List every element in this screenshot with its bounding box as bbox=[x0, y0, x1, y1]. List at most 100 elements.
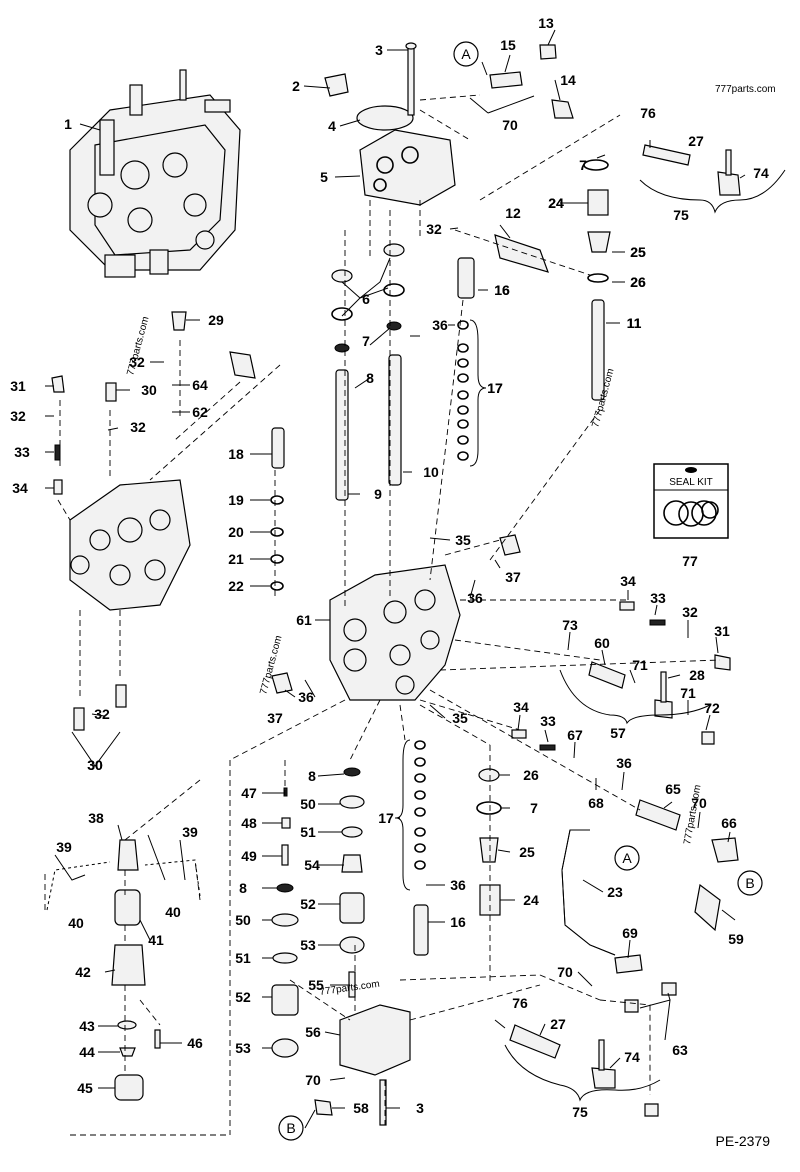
plug-31-drawing bbox=[51, 375, 65, 393]
ref-circle-a-bottom: A bbox=[622, 850, 632, 866]
part-label: 12 bbox=[505, 205, 521, 221]
fitting-59-drawing bbox=[694, 883, 721, 932]
fitting-58-drawing bbox=[314, 1099, 333, 1116]
plug-37-right bbox=[499, 534, 521, 556]
part-label: 29 bbox=[208, 312, 224, 328]
part-label: 35 bbox=[455, 532, 471, 548]
part-label: 65 bbox=[665, 781, 681, 797]
cap-6b-drawing bbox=[383, 243, 405, 257]
part-label: 8 bbox=[366, 370, 374, 386]
part-label: 49 bbox=[241, 848, 257, 864]
end-housing-56-drawing bbox=[339, 1004, 411, 1076]
bolt-top-drawing bbox=[407, 44, 415, 116]
sender-28-stem bbox=[660, 671, 667, 703]
ref-circle-b-right: B bbox=[745, 875, 754, 891]
oring-19 bbox=[270, 495, 284, 505]
part-label: 30 bbox=[141, 382, 157, 398]
plug-upper-left-drawing bbox=[229, 351, 256, 379]
fitting-30-lower-b bbox=[115, 684, 127, 708]
fitting-30-upper bbox=[105, 382, 117, 402]
watermark: 777parts.com bbox=[682, 784, 703, 846]
cap-26-bottom bbox=[478, 768, 500, 782]
spring-33-right bbox=[649, 619, 666, 626]
part-label: 9 bbox=[374, 486, 382, 502]
part-label: 14 bbox=[560, 72, 576, 88]
part-label: 53 bbox=[300, 937, 316, 953]
ref-circle-a-top: A bbox=[461, 46, 471, 62]
cap-6a-drawing bbox=[331, 269, 353, 283]
part-label: 36 bbox=[298, 689, 314, 705]
valve-section-left-drawing bbox=[69, 479, 191, 611]
part-label: 54 bbox=[304, 857, 320, 873]
part-label: 5 bbox=[320, 169, 328, 185]
part-label: 23 bbox=[607, 884, 623, 900]
relief-cartridge-top bbox=[457, 257, 475, 299]
part-label: 55 bbox=[308, 977, 324, 993]
sender-74-stem-bottom bbox=[598, 1039, 605, 1071]
part-label: 2 bbox=[292, 78, 300, 94]
part-label: 10 bbox=[423, 464, 439, 480]
part-label: 70 bbox=[557, 964, 573, 980]
part-label: 4 bbox=[328, 118, 336, 134]
valve-body-61-drawing bbox=[329, 564, 461, 701]
cap-45-drawing bbox=[114, 1074, 144, 1101]
ref-circle-b-bottom: B bbox=[286, 1120, 295, 1136]
seal-kit-box: SEAL KIT bbox=[653, 463, 729, 539]
part-label: 51 bbox=[300, 824, 316, 840]
part-label: 38 bbox=[88, 810, 104, 826]
part-label: 30 bbox=[87, 757, 103, 773]
part-label: 28 bbox=[689, 667, 705, 683]
part-label: 76 bbox=[640, 105, 656, 121]
part-label: 68 bbox=[588, 795, 604, 811]
part-label: 57 bbox=[610, 725, 626, 741]
part-label: 45 bbox=[77, 1080, 93, 1096]
part-label: 36 bbox=[450, 877, 466, 893]
part-labels: 1 2 3 4 5 6 7 8 9 10 11 12 13 14 15 16 1… bbox=[10, 15, 769, 1120]
part-label: 7 bbox=[579, 157, 587, 173]
part-label: 39 bbox=[56, 839, 72, 855]
part-label: 26 bbox=[630, 274, 646, 290]
oring-stack-17-top bbox=[457, 320, 469, 461]
part-label: 61 bbox=[296, 612, 312, 628]
part-label: 40 bbox=[68, 915, 84, 931]
part-label: 75 bbox=[572, 1104, 588, 1120]
cap-63-drawing bbox=[624, 999, 639, 1013]
fitting-27-bottom bbox=[509, 1024, 561, 1059]
part-label: 33 bbox=[650, 590, 666, 606]
part-label: 1 bbox=[64, 116, 72, 132]
oring-21 bbox=[270, 554, 284, 564]
part-label: 3 bbox=[375, 42, 383, 58]
drawing-code: PE-2379 bbox=[716, 1133, 771, 1149]
part-label: 8 bbox=[239, 880, 247, 896]
plug-31-right bbox=[714, 654, 731, 671]
part-label: 3 bbox=[416, 1100, 424, 1116]
part-label: 42 bbox=[75, 964, 91, 980]
spool-9-drawing bbox=[335, 369, 349, 501]
solenoid-12-drawing bbox=[494, 234, 549, 273]
part-label: 16 bbox=[494, 282, 510, 298]
part-label: 47 bbox=[241, 785, 257, 801]
part-label: 13 bbox=[538, 15, 554, 31]
part-label: 35 bbox=[452, 710, 468, 726]
part-label: 26 bbox=[630, 274, 646, 290]
part-label: 20 bbox=[228, 524, 244, 540]
part-label: 32 bbox=[426, 221, 442, 237]
bolt-3-bottom-drawing bbox=[379, 1079, 387, 1126]
part-label: 36 bbox=[432, 317, 448, 333]
ring-7b-drawing bbox=[386, 321, 402, 331]
part-label: 56 bbox=[305, 1024, 321, 1040]
part-label: 17 bbox=[378, 810, 394, 826]
part-label: 59 bbox=[728, 931, 744, 947]
poppet-34-right bbox=[619, 601, 635, 611]
part-label: 24 bbox=[523, 892, 539, 908]
part-label: 74 bbox=[624, 1049, 640, 1065]
spool-11-drawing bbox=[591, 299, 605, 401]
fitting-13-drawing bbox=[539, 44, 557, 60]
fitting-14-drawing bbox=[551, 99, 574, 119]
part-label: 37 bbox=[505, 569, 521, 585]
part-label: 60 bbox=[594, 635, 610, 651]
part-label: 40 bbox=[165, 904, 181, 920]
part-label: 25 bbox=[630, 244, 646, 260]
part-label: 71 bbox=[632, 657, 648, 673]
oring-stack-17-bottom bbox=[414, 740, 426, 870]
